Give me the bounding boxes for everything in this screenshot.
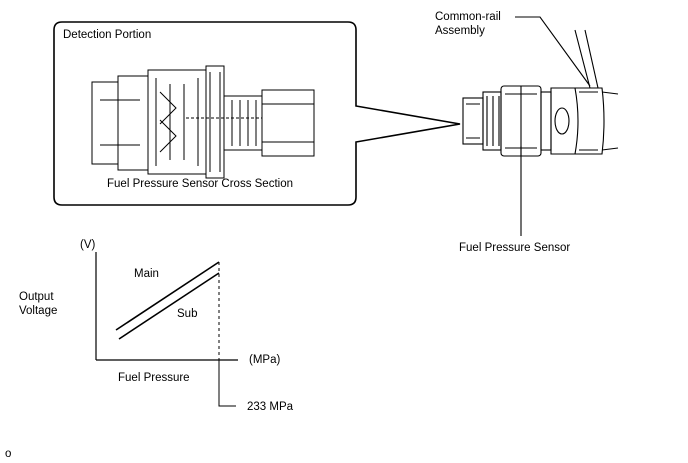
- figure-code: o: [5, 448, 12, 460]
- common-rail-leader: [515, 16, 591, 87]
- common-rail-label-line2: Assembly: [435, 25, 485, 37]
- graph-line-main: [115, 261, 220, 331]
- graph-y-label-line1: Output: [19, 291, 54, 303]
- graph-y-label-line2: Voltage: [19, 305, 58, 317]
- inset-title: Detection Portion: [63, 29, 152, 41]
- common-rail-label-line1: Common-rail: [435, 11, 501, 23]
- sensor-label: Fuel Pressure Sensor: [459, 242, 571, 254]
- inset-callout-box: [53, 21, 461, 206]
- fuel-pressure-sensor-drawing: [462, 29, 619, 157]
- graph-max-marker-label: 233 MPa: [247, 401, 294, 413]
- graph-max-marker-leader: [218, 360, 236, 407]
- graph-series-sub-label: Sub: [177, 308, 198, 320]
- graph-x-label: Fuel Pressure: [118, 372, 190, 384]
- graph-series-main-label: Main: [134, 268, 159, 280]
- inset-caption: Fuel Pressure Sensor Cross Section: [107, 178, 293, 190]
- cross-section-drawing: [91, 65, 315, 179]
- graph-x-unit: (MPa): [249, 354, 281, 366]
- graph-line-sub: [118, 272, 220, 340]
- graph-y-unit: (V): [80, 239, 96, 251]
